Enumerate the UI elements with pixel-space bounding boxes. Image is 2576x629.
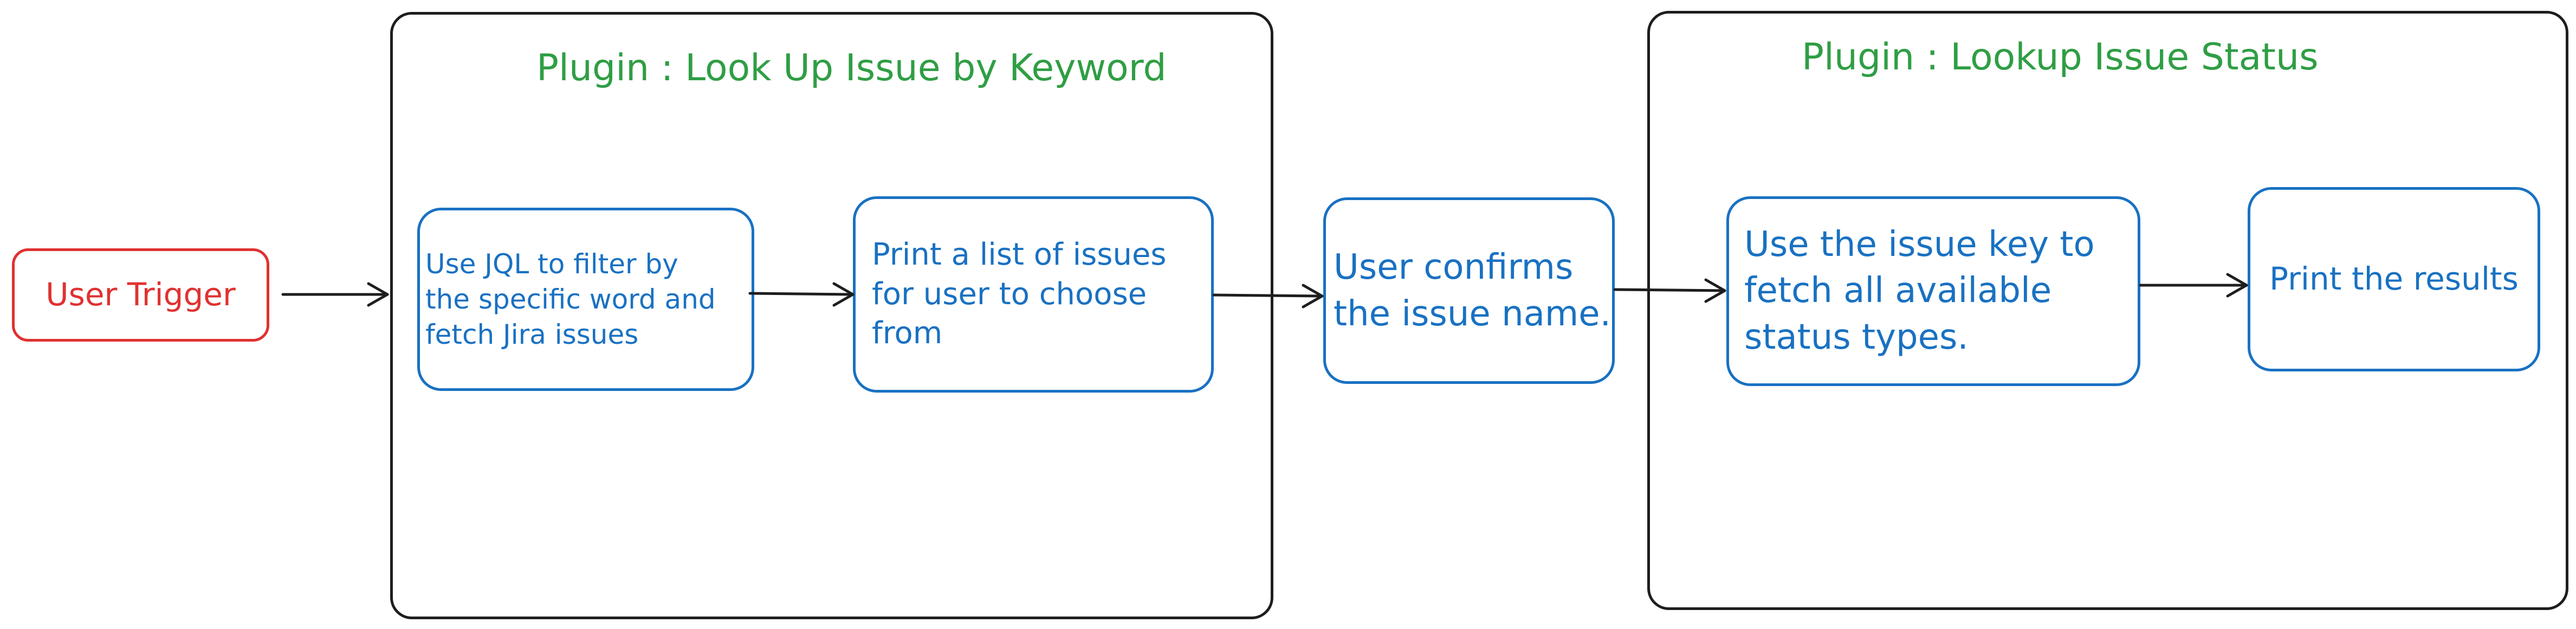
user-confirms-label: User confirms the issue name. [1334,247,1611,334]
print-results-node: Print the results [2248,187,2540,371]
jql-filter-label: Use JQL to filter by the specific word a… [425,248,716,350]
fetch-status-node: Use the issue key to fetch all available… [1726,196,2140,386]
plugin-lookup-keyword-container [390,12,1273,619]
print-results-label: Print the results [2269,260,2519,298]
plugin-lookup-keyword-title: Plugin : Look Up Issue by Keyword [536,47,1167,89]
plugin-lookup-status-title: Plugin : Lookup Issue Status [1802,36,2319,79]
user-confirms-node: User confirms the issue name. [1323,197,1615,384]
user-trigger-node: User Trigger [12,248,269,342]
jql-filter-node: Use JQL to filter by the specific word a… [417,208,754,391]
arrow-trigger-to-container [281,282,389,307]
fetch-status-label: Use the issue key to fetch all available… [1744,224,2095,357]
arrow-jql-to-print-list [748,282,855,307]
print-list-label: Print a list of issues for user to choos… [872,236,1167,351]
arrow-print-list-to-user-confirms [1212,284,1324,309]
print-list-node: Print a list of issues for user to choos… [853,196,1214,393]
user-trigger-label: User Trigger [46,276,236,313]
arrow-user-confirms-to-fetch-status [1613,278,1726,303]
arrow-fetch-status-to-print-results [2139,273,2248,298]
plugin-lookup-status-container [1647,11,2568,610]
